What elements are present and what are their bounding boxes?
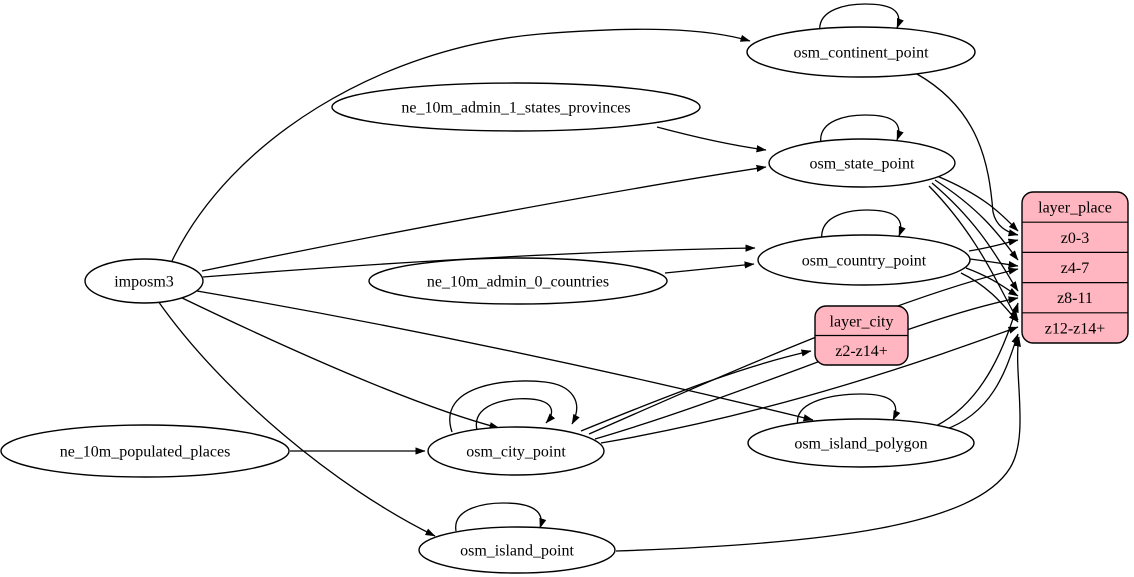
node-osm_island_point: osm_island_point bbox=[418, 526, 616, 574]
edge-osm_state_point-to-osm_state_point bbox=[820, 114, 904, 145]
record-row-layer_city-z2-z14+: z2-z14+ bbox=[835, 343, 888, 360]
node-shape-osm_island_polygon bbox=[747, 418, 975, 468]
node-label-osm_island_polygon: osm_island_polygon bbox=[794, 436, 927, 453]
edge-osm_country_point-to-layer_place:z8-11 bbox=[965, 267, 1019, 297]
record-row-layer_place-z0-3: z0-3 bbox=[1061, 230, 1089, 247]
node-layer_place: layer_place z0-3 z4-7 z8-11 z12-z14+ bbox=[1021, 191, 1129, 344]
record-row-layer_city-layer_city: layer_city bbox=[830, 313, 894, 330]
record-row-layer_place-z4-7: z4-7 bbox=[1061, 260, 1089, 277]
node-label-ne_10m_admin_1_states_provinces: ne_10m_admin_1_states_provinces bbox=[401, 100, 630, 117]
edge-osm_city_point-to-layer_place:z12-z14+ bbox=[600, 326, 1019, 444]
node-ne_10m_admin_0_countries: ne_10m_admin_0_countries bbox=[368, 257, 668, 305]
edge-osm_city_point-to-osm_city_point-inner bbox=[475, 398, 556, 431]
node-osm_island_polygon: osm_island_polygon bbox=[747, 418, 975, 468]
node-osm_state_point: osm_state_point bbox=[768, 138, 956, 188]
edge-osm_city_point-to-osm_city_point-outer bbox=[449, 380, 580, 433]
node-label-osm_state_point: osm_state_point bbox=[810, 156, 915, 173]
edge-osm_continent_point-to-osm_continent_point bbox=[819, 3, 904, 34]
edge-imposm3-to-osm_island_point bbox=[157, 300, 436, 537]
node-ne_10m_admin_1_states_provinces: ne_10m_admin_1_states_provinces bbox=[331, 82, 701, 132]
edge-imposm3-to-osm_island_polygon bbox=[196, 290, 814, 422]
node-label-osm_country_point: osm_country_point bbox=[802, 253, 927, 270]
node-shape-layer_place bbox=[1021, 191, 1129, 344]
node-shape-ne_10m_admin_0_countries bbox=[368, 257, 668, 305]
edge-osm_country_point-to-osm_country_point bbox=[821, 209, 906, 242]
edge-imposm3-to-osm_country_point bbox=[202, 244, 756, 278]
node-shape-osm_state_point bbox=[768, 138, 956, 188]
edge-osm_island_polygon-to-layer_place:z8-11 bbox=[935, 302, 1019, 427]
edge-osm_state_point-to-layer_place:z4-7 bbox=[934, 179, 1019, 261]
node-shape-osm_city_point bbox=[427, 426, 605, 476]
node-label-osm_city_point: osm_city_point bbox=[466, 444, 566, 461]
record-row-layer_place-z8-11: z8-11 bbox=[1057, 290, 1093, 307]
record-row-layer_place-z12-z14+: z12-z14+ bbox=[1045, 320, 1106, 337]
node-osm_continent_point: osm_continent_point bbox=[746, 26, 976, 78]
node-label-imposm3: imposm3 bbox=[114, 274, 174, 291]
edge-osm_island_polygon-to-layer_place:z12-z14+ bbox=[943, 333, 1019, 431]
edge-osm_country_point-to-layer_place:z12-z14+ bbox=[960, 272, 1019, 323]
edge-imposm3-to-osm_continent_point bbox=[171, 28, 751, 262]
edge-osm_island_point-to-osm_island_point bbox=[455, 502, 547, 532]
node-label-osm_island_point: osm_island_point bbox=[460, 543, 574, 560]
record-row-layer_place-layer_place: layer_place bbox=[1038, 200, 1112, 217]
node-ne_10m_populated_places: ne_10m_populated_places bbox=[0, 424, 290, 478]
edge-osm_continent_point-to-layer_place:z0-3 bbox=[916, 73, 1019, 237]
node-label-ne_10m_admin_0_countries: ne_10m_admin_0_countries bbox=[427, 274, 609, 291]
node-label-osm_continent_point: osm_continent_point bbox=[793, 45, 929, 62]
node-label-ne_10m_populated_places: ne_10m_populated_places bbox=[60, 444, 231, 461]
edge-ne_10m_admin_1_states_provinces-to-osm_state_point bbox=[656, 126, 767, 153]
node-imposm3: imposm3 bbox=[84, 258, 204, 304]
edge-osm_state_point-to-layer_place:z0-3 bbox=[936, 175, 1019, 232]
edge-ne_10m_admin_0_countries-to-osm_country_point bbox=[664, 261, 755, 274]
node-shape-imposm3 bbox=[84, 258, 204, 304]
node-shape-osm_continent_point bbox=[746, 26, 976, 78]
edge-imposm3-to-osm_state_point bbox=[201, 164, 767, 272]
edge-osm_city_point-to-layer_city:z2-z14+ bbox=[580, 349, 812, 432]
edge-osm_country_point-to-layer_place:z0-3 bbox=[968, 238, 1019, 252]
node-osm_city_point: osm_city_point bbox=[427, 426, 605, 476]
node-layer_city: layer_city z2-z14+ bbox=[814, 305, 909, 366]
edge-osm_country_point-to-layer_place:z4-7 bbox=[969, 258, 1019, 269]
edge-osm_state_point-to-layer_place:z8-11 bbox=[931, 182, 1019, 292]
edge-imposm3-to-osm_city_point bbox=[177, 295, 500, 430]
edge-osm_island_point-to-layer_place:z12-z14+ bbox=[615, 336, 1021, 552]
node-osm_country_point: osm_country_point bbox=[757, 234, 971, 286]
node-shape-osm_island_point bbox=[418, 526, 616, 574]
edge-osm_island_polygon-to-osm_island_polygon bbox=[797, 393, 901, 427]
node-shape-ne_10m_populated_places bbox=[0, 424, 290, 478]
node-shape-ne_10m_admin_1_states_provinces bbox=[331, 82, 701, 132]
edge-osm_city_point-to-layer_place:z4-7 bbox=[588, 267, 1019, 435]
node-shape-osm_country_point bbox=[757, 234, 971, 286]
